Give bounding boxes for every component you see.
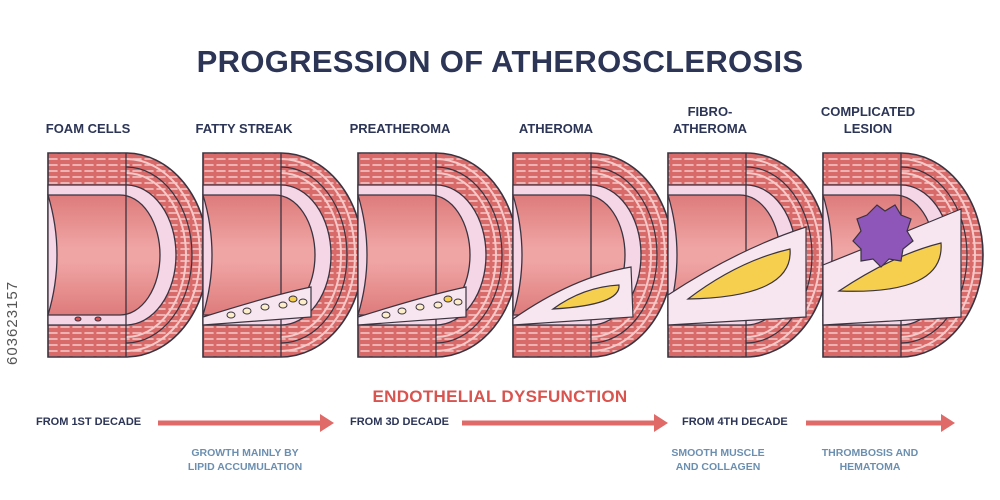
note-smooth-muscle: SMOOTH MUSCLE AND COLLAGEN <box>633 446 803 474</box>
wall-ring <box>125 158 201 352</box>
stage-label-atheroma: ATHEROMA <box>486 120 626 137</box>
foam-cell <box>415 303 425 311</box>
stage-label-line: LESION <box>843 121 893 136</box>
wall-ring <box>435 166 503 344</box>
progression-arrows <box>158 414 955 432</box>
lipid-core <box>686 248 791 300</box>
note-lipid-accumulation: GROWTH MAINLY BY LIPID ACCUMULATION <box>160 446 330 474</box>
wall-ring <box>125 172 187 338</box>
stock-id-watermark: 603623157 <box>4 280 21 365</box>
note-line: LIPID ACCUMULATION <box>187 461 303 473</box>
decade-label-1st: FROM 1ST DECADE <box>36 416 142 428</box>
vessel-stage-2 <box>202 152 364 358</box>
page-title: PROGRESSION OF ATHEROSCLEROSIS <box>196 44 804 79</box>
wall-ring <box>125 166 193 344</box>
arrow-head <box>320 414 334 432</box>
vessel-stage-6 <box>822 152 984 358</box>
wall-ring <box>745 158 821 352</box>
vessel-stage-3 <box>357 152 519 358</box>
vessel-stage-4 <box>512 152 674 358</box>
note-thrombosis: THROMBOSIS AND HEMATOMA <box>785 446 955 474</box>
stage-label-fibroatheroma: FIBRO- ATHEROMA <box>640 103 780 137</box>
vessel-stage-1 <box>47 152 209 358</box>
arrow-head <box>941 414 955 432</box>
decade-label-3d: FROM 3D DECADE <box>350 416 450 428</box>
note-line: GROWTH MAINLY BY <box>191 447 299 459</box>
foam-cell <box>74 316 82 322</box>
foam-cell <box>260 303 270 311</box>
note-line: THROMBOSIS AND <box>821 447 919 459</box>
lipid-core <box>837 242 942 292</box>
stage-label-line: FOAM CELLS <box>45 121 131 136</box>
stage-label-line: FIBRO- <box>687 104 733 119</box>
stage-label-line: ATHEROMA <box>518 121 594 136</box>
stage-label-line: FATTY STREAK <box>195 121 293 136</box>
wall-ring <box>435 158 511 352</box>
wall-ring <box>280 158 356 352</box>
stage-label-line: ATHEROMA <box>672 121 748 136</box>
decade-label-4th: FROM 4TH DECADE <box>682 416 788 428</box>
foam-cell <box>443 295 453 303</box>
foam-cell <box>288 295 298 303</box>
stage-label-fatty-streak: FATTY STREAK <box>174 120 314 137</box>
wall-ring <box>435 172 497 338</box>
wall-ring <box>280 172 342 338</box>
lumen <box>47 194 161 316</box>
foam-cell <box>453 298 463 306</box>
stage-label-complicated-lesion: COMPLICATED LESION <box>798 103 938 137</box>
wall-ring <box>590 172 652 338</box>
foam-cell <box>381 311 391 319</box>
stage-label-preatheroma: PREATHEROMA <box>330 120 470 137</box>
foam-cell <box>433 301 443 309</box>
plaque <box>512 266 634 326</box>
vessel-cross-sections <box>47 152 984 358</box>
wall-ring <box>745 166 813 344</box>
endothelial-dysfunction-label: ENDOTHELIAL DYSFUNCTION <box>372 387 628 406</box>
wall-ring <box>280 166 348 344</box>
foam-cell <box>242 307 252 315</box>
note-line: AND COLLAGEN <box>675 461 761 473</box>
stage-label-line: PREATHEROMA <box>349 121 451 136</box>
lipid-core <box>551 284 620 310</box>
thrombus <box>852 204 914 268</box>
foam-cell <box>226 311 236 319</box>
foam-cell <box>278 301 288 309</box>
wall-ring <box>590 166 658 344</box>
wall-ring <box>900 158 976 352</box>
stage-label-line: COMPLICATED <box>820 104 916 119</box>
stage-label-foam-cells: FOAM CELLS <box>18 120 158 137</box>
wall-ring <box>590 158 666 352</box>
note-line: HEMATOMA <box>839 461 901 473</box>
wall-ring <box>900 166 968 344</box>
note-line: SMOOTH MUSCLE <box>671 447 765 459</box>
foam-cell <box>397 307 407 315</box>
arrow-head <box>654 414 668 432</box>
vessel-stage-5 <box>667 152 829 358</box>
foam-cell <box>298 298 308 306</box>
foam-cell <box>94 316 102 322</box>
